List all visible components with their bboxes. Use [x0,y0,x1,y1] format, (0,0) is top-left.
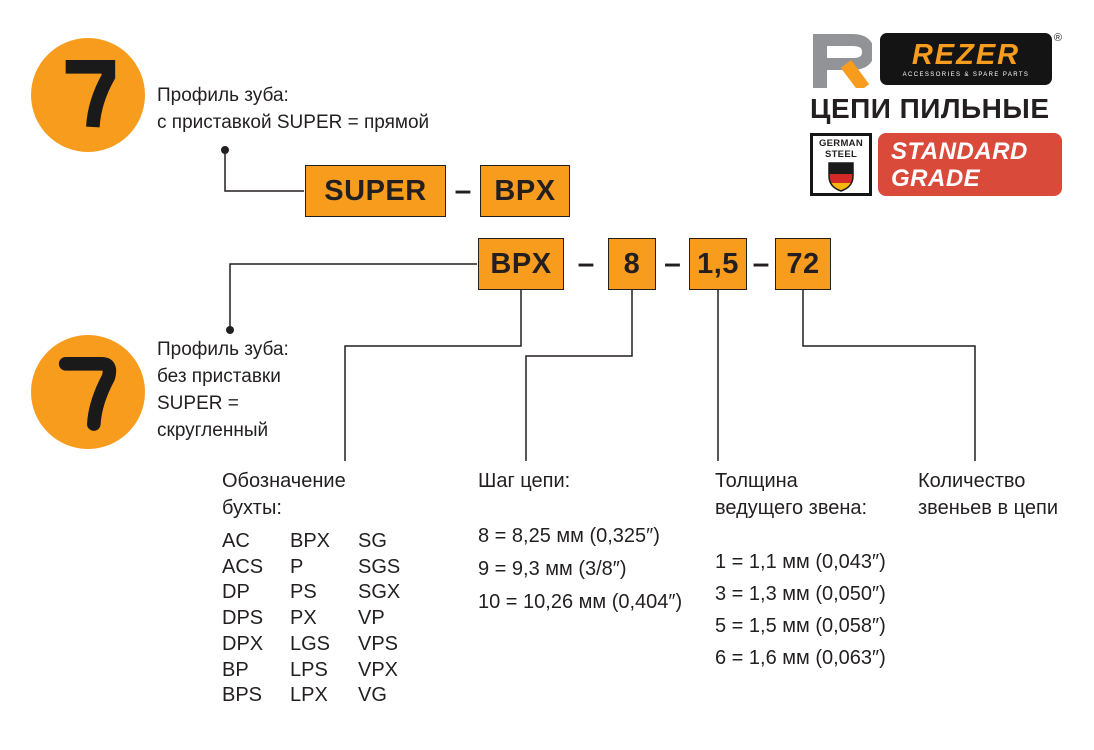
code: VP [358,607,385,630]
code: VPS [358,632,399,655]
code: LPS [290,658,328,681]
registered-trademark: ® [1053,32,1062,44]
code: BPX [290,530,331,552]
rezer-r-monogram-icon [813,34,872,88]
callout-rounded: Профиль зуба: без приставки SUPER = скру… [157,336,289,444]
standard-grade-badge: STANDARD GRADE [878,133,1062,196]
designation-header-line2: бухты: [222,497,282,519]
dash-separator: – [664,247,681,280]
code: VPX [358,658,399,681]
code: DPS [222,607,264,630]
marking-box-pitch: 8 [608,238,656,290]
tooth-straight-icon [65,60,116,128]
code: VG [358,684,387,707]
tooth-profile-rounded-badge [31,335,145,449]
code: P [290,555,304,578]
pitch-header: Шаг цепи: [478,470,571,492]
callout-rounded-line2: без приставки [157,366,281,387]
badges-row: GERMAN STEEL STANDARD GRADE [810,133,1062,196]
marking-box-bpx-row2: BPX [478,238,564,290]
gauge-item: 3 = 1,3 мм (0,050″) [715,583,886,605]
callout-rounded-line1: Профиль зуба: [157,339,289,360]
code: DP [222,581,250,604]
code: BP [222,658,249,681]
gauge-list: 1 = 1,1 мм (0,043″) 3 = 1,3 мм (0,050″) … [715,546,886,674]
callout-straight-line1: Профиль зуба: [157,85,289,106]
code: SG [358,530,387,552]
callout-rounded-line3: SUPER = [157,393,239,414]
german-steel-line2: STEEL [824,148,858,160]
code: LPX [290,684,328,707]
callout-straight: Профиль зуба: с приставкой SUPER = прямо… [157,82,429,136]
callout-rounded-line4: скругленный [157,420,269,441]
brand-tagline: ACCESSORIES & SPARE PARTS [902,71,1030,78]
callout-straight-line2: с приставкой SUPER = прямой [157,112,430,133]
dash-separator: – [577,247,595,280]
pitch-item: 10 = 10,26 мм (0,404″) [478,591,683,613]
links-header-line1: Количество [918,470,1026,492]
pitch-item: 8 = 8,25 мм (0,325″) [478,525,660,547]
marking-box-links: 72 [775,238,831,290]
german-flag-shield-icon [828,162,854,192]
brand-header: REZER ACCESSORIES & SPARE PARTS ® ЦЕПИ П… [810,30,1062,196]
product-title: ЦЕПИ ПИЛЬНЫЕ [810,93,1050,124]
gauge-item: 1 = 1,1 мм (0,043″) [715,551,886,573]
gauge-item: 6 = 1,6 мм (0,063″) [715,647,886,669]
gauge-item: 5 = 1,5 мм (0,058″) [715,615,886,637]
pitch-list: 8 = 8,25 мм (0,325″) 9 = 9,3 мм (3/8″) 1… [478,520,682,619]
designation-codes: AC BPX SG ACS P SGS DP PS SGX DPS PX VP … [222,529,422,709]
links-header: Количество звеньев в цепи [918,468,1058,522]
rezer-logo: REZER ACCESSORIES & SPARE PARTS ® [810,30,1062,88]
rezer-wordmark: REZER ACCESSORIES & SPARE PARTS [880,33,1052,85]
gauge-header: Толщина ведущего звена: [715,468,867,522]
gauge-header-line2: ведущего звена: [715,497,868,519]
brand-name: REZER [911,38,1021,71]
tooth-rounded-icon [58,357,117,431]
designation-header: Обозначение бухты: [222,468,346,522]
code: DPX [222,632,264,655]
code: PS [290,581,317,604]
german-steel-badge: GERMAN STEEL [810,133,872,196]
code: PX [290,607,317,630]
marking-box-gauge: 1,5 [689,238,747,290]
links-header-line2: звеньев в цепи [918,497,1058,519]
grade-line1: STANDARD [891,137,1028,165]
code: ACS [222,555,264,578]
gauge-header-line1: Толщина [715,470,798,492]
dash-separator: – [454,174,472,207]
grade-line2: GRADE [891,164,981,192]
code: SGS [358,555,401,578]
german-steel-line1: GERMAN [818,138,864,149]
dash-separator: – [752,247,770,280]
designation-header-line1: Обозначение [222,470,346,492]
marking-box-super: SUPER [305,165,446,217]
tooth-profile-straight-badge [31,38,145,152]
code: LGS [290,632,331,655]
code: SGX [358,581,401,604]
code: BPS [222,684,263,707]
marking-box-bpx-row1: BPX [480,165,570,217]
code: AC [222,530,250,552]
pitch-item: 9 = 9,3 мм (3/8″) [478,558,627,580]
